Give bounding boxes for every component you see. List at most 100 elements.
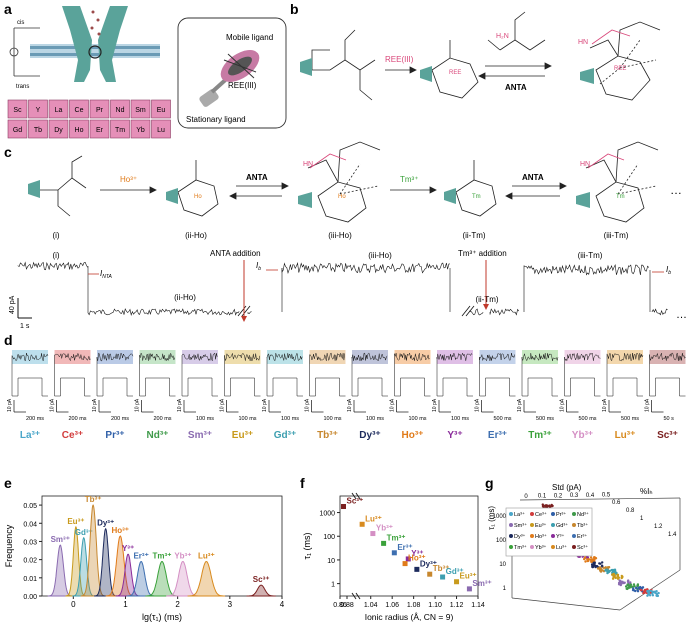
y-tick-label: 0.04	[23, 521, 37, 528]
element-cell	[69, 119, 89, 139]
element-cell	[28, 119, 48, 139]
ion-name: Er³⁺	[488, 430, 507, 441]
legend-label: La³⁺	[514, 511, 525, 518]
mobile-ligand-label: Mobile ligand	[226, 33, 273, 42]
element-cell	[69, 99, 89, 119]
y-tick-label: 100	[323, 534, 335, 541]
ion-scale-pa: 10 pA	[135, 398, 141, 412]
cluster-point	[608, 569, 611, 573]
inta-label: INTA	[100, 269, 113, 280]
data-point	[414, 566, 420, 572]
cluster-point	[640, 589, 643, 592]
ion-trace-levels	[394, 357, 431, 397]
cluster-point	[619, 580, 622, 583]
ib-label-1: Ib	[256, 261, 261, 272]
cluster-point	[550, 505, 553, 508]
legend-label: Lu³⁺	[556, 544, 567, 551]
y-axis-label: τ₁ (ms)	[302, 532, 312, 559]
cluster-point	[598, 562, 601, 565]
ion-scale-pa: 10 pA	[475, 398, 481, 412]
y-tick-label: 1000	[319, 511, 335, 518]
hn-label-c1: HN	[303, 161, 313, 168]
y-tick-label: 1000	[493, 514, 507, 520]
element-symbol: Nd	[116, 107, 125, 114]
ion-scale-pa: 10 pA	[220, 398, 226, 412]
tm-atom-1: Tm	[472, 194, 481, 200]
axis-break	[355, 592, 361, 600]
x-axis-label: lg(τ₁) (ms)	[142, 612, 182, 622]
ion-trace-levels	[96, 357, 133, 397]
data-point	[454, 579, 460, 585]
cluster-point	[618, 582, 621, 586]
element-cell	[7, 119, 28, 139]
point-label: Yb³⁺	[376, 524, 393, 533]
distribution-curve	[94, 527, 118, 597]
ion-trace	[54, 352, 91, 362]
ree-atom-b2: REE	[614, 66, 626, 72]
data-point	[391, 550, 397, 556]
legend-label: Ho³⁺	[535, 533, 547, 540]
x-tick-label: 4	[280, 600, 285, 609]
cluster-point	[607, 566, 611, 569]
data-point	[381, 540, 387, 546]
ion-trace-levels	[351, 357, 388, 397]
series-label: Lu³⁺	[198, 551, 215, 560]
cluster-point	[602, 566, 605, 569]
ion-trace	[436, 352, 473, 362]
x-tick-label: 0.5	[602, 493, 611, 499]
cluster-point	[583, 557, 586, 561]
point-label: Y³⁺	[411, 549, 423, 558]
axis-break	[355, 492, 361, 500]
element-symbol: Ho	[75, 127, 84, 134]
x-tick-label: 0.1	[538, 494, 547, 500]
trace-state-i: (i)	[52, 251, 59, 260]
legend-marker	[509, 523, 513, 527]
element-symbol: Dy	[54, 127, 63, 134]
circuit	[9, 27, 40, 77]
ion-scale-t: 100 ms	[324, 416, 342, 422]
cluster-point	[599, 567, 603, 571]
anta-addition-arrowhead	[241, 316, 247, 322]
cluster-point	[646, 588, 649, 591]
x-tick-label: 0.86	[333, 602, 347, 609]
cluster-point	[545, 505, 548, 509]
ion-name: Eu³⁺	[232, 430, 253, 441]
ion-trace	[649, 352, 686, 362]
ion-trace	[181, 352, 218, 362]
cluster-point	[629, 583, 633, 586]
x-tick-label: 0.88	[340, 602, 354, 609]
axis-break	[241, 305, 251, 317]
legend-label: Eu³⁺	[535, 522, 547, 529]
cluster-point	[646, 594, 649, 597]
distribution-curve	[47, 544, 73, 597]
element-symbol: Eu	[157, 107, 166, 114]
ion-trace	[479, 352, 515, 362]
hn-label-c2: HN	[580, 161, 590, 168]
point-label: Dy³⁺	[420, 559, 437, 568]
data-point	[405, 556, 411, 562]
cluster-point	[617, 576, 621, 579]
panel-label-e: e	[4, 475, 12, 491]
z-tick-label: 0.8	[626, 508, 635, 514]
cluster-point	[644, 590, 647, 593]
ellipsis-trace: …	[676, 309, 687, 321]
panel-label-c: c	[4, 144, 12, 160]
ho-atom-1: Ho	[194, 194, 202, 200]
point-label: Tb³⁺	[433, 564, 450, 573]
cluster-point	[636, 590, 640, 593]
ion-name: Y³⁺	[447, 430, 462, 441]
trace-segment	[651, 308, 668, 316]
ion-trace-levels	[606, 357, 643, 397]
ion-trace-levels	[564, 357, 601, 397]
cluster-point	[615, 571, 618, 575]
element-symbol: Lu	[157, 127, 165, 134]
cluster-point	[593, 557, 596, 560]
ion-trace-levels	[11, 357, 48, 397]
cluster-point	[625, 587, 628, 590]
legend-marker	[530, 512, 534, 516]
ion-scale-t: 200 ms	[154, 416, 172, 422]
cluster-point	[627, 586, 631, 589]
cluster-point	[633, 585, 636, 588]
distribution-curve	[246, 584, 276, 597]
